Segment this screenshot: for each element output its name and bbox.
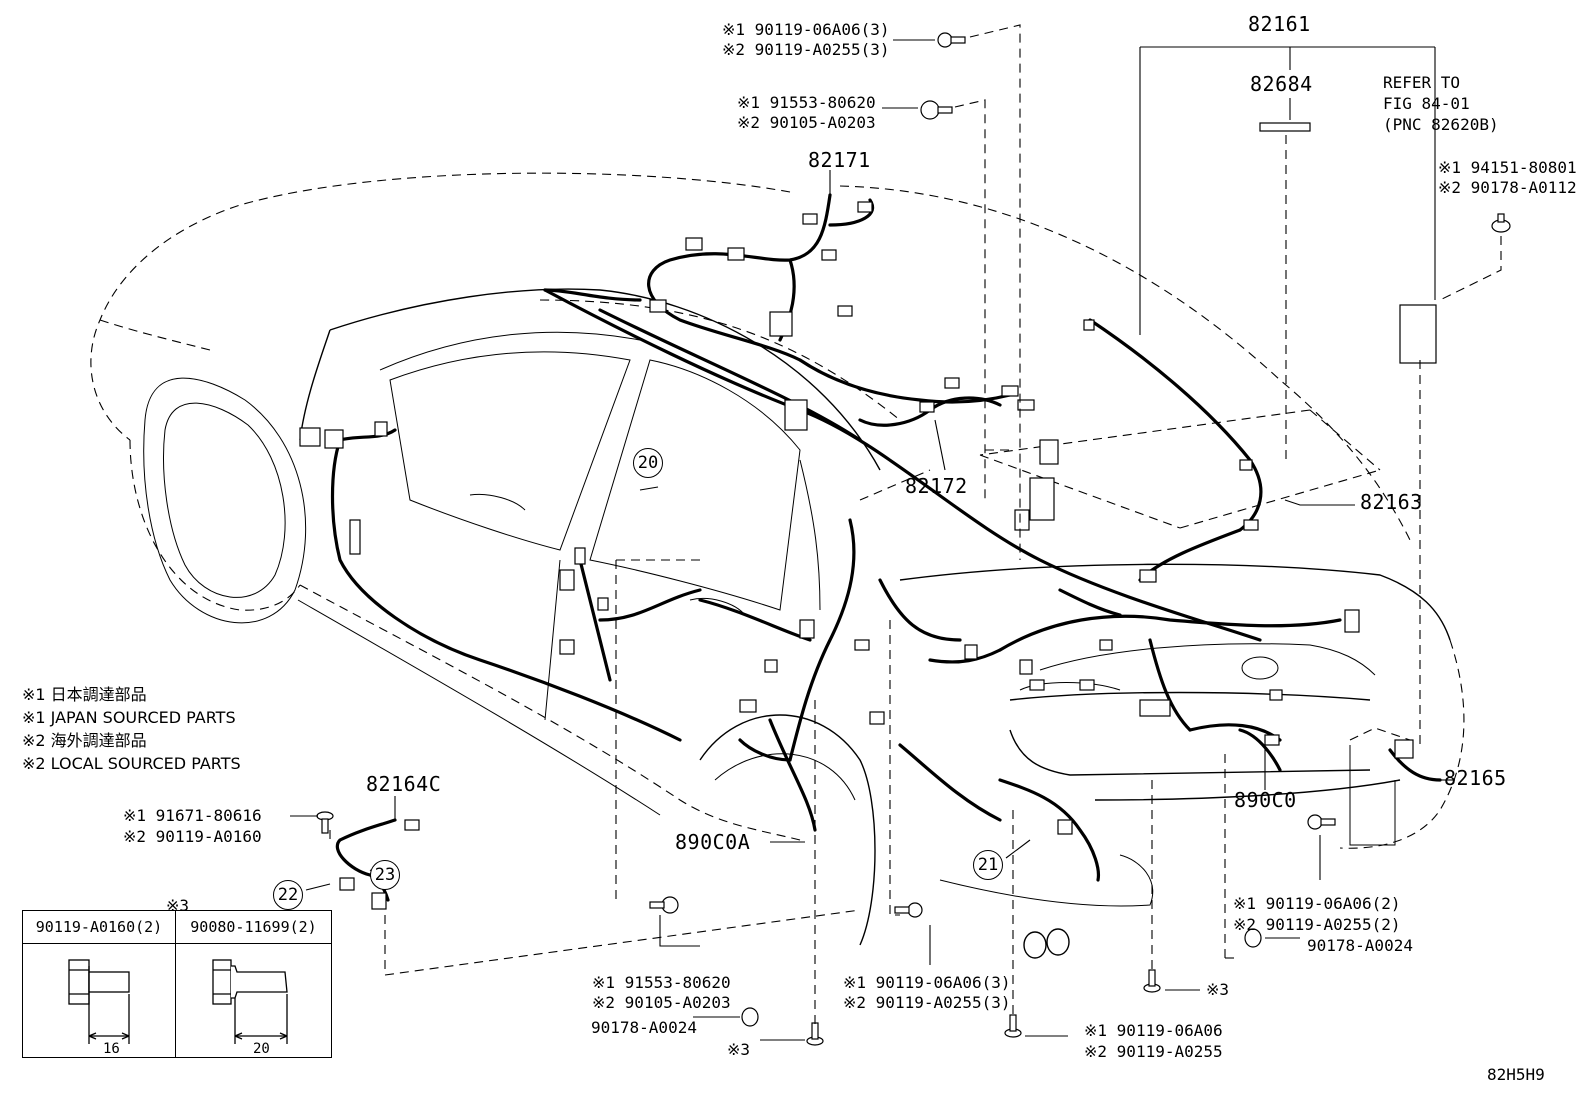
callout-bottom-clip-l1: ※1 91553-80620 [592, 973, 731, 992]
car-body-outline [90, 172, 1465, 959]
callout-roof-clip-l2: ※2 90105-A0203 [737, 113, 876, 132]
part-82165-label: 82165 [1444, 766, 1507, 790]
part-82161-label: 82161 [1248, 12, 1311, 36]
callout-right-nut-l2: ※2 90178-A0112 [1438, 178, 1577, 197]
mark3-header: ※3 [166, 896, 190, 915]
part-82684-label: 82684 [1250, 72, 1313, 96]
callout-bottom-mid-bolt-l2: ※2 90119-A0255(3) [843, 993, 1011, 1012]
legend-line3: ※2 海外調達部品 [22, 731, 147, 750]
mark3-bottom: ※3 [727, 1040, 751, 1059]
table-col1-dim: 16 [103, 1041, 120, 1057]
part-890c0a-label: 890C0A [675, 830, 751, 854]
part-82172-label: 82172 [905, 474, 968, 498]
callout-right-nut-l1: ※1 94151-80801 [1438, 158, 1577, 177]
table-divider [175, 911, 176, 1057]
leader-lines [290, 24, 1502, 1041]
circle-ref-20: 20 [633, 448, 663, 478]
hardware-icons [316, 32, 1511, 1046]
callout-left-bolt-l1: ※1 91671-80616 [123, 806, 262, 825]
connectors [299, 122, 1437, 910]
part-82171-label: 82171 [808, 148, 871, 172]
circle-ref-22: 22 [273, 880, 303, 910]
legend-line1: ※1 日本調達部品 [22, 685, 147, 704]
callout-left-bolt-l2: ※2 90119-A0160 [123, 827, 262, 846]
callout-bottom-nut: 90178-A0024 [591, 1018, 697, 1037]
callout-bottom-right-bolt-l1: ※1 90119-06A06 [1084, 1021, 1223, 1040]
callout-bottom-mid-bolt-l1: ※1 90119-06A06(3) [843, 973, 1011, 992]
bolt-illustrations [68, 959, 288, 1044]
nut-icon [741, 1007, 759, 1027]
part-82163-label: 82163 [1360, 490, 1423, 514]
callout-right-bolt2-l1: ※1 90119-06A06(2) [1233, 894, 1401, 913]
table-col2-dim: 20 [253, 1041, 270, 1057]
mark3-right: ※3 [1206, 980, 1230, 999]
refer-note-line1: REFER TO [1383, 73, 1461, 92]
refer-note-line3: (PNC 82620B) [1383, 115, 1499, 134]
fastener-table: 90119-A0160(2) 90080-11699(2) 16 20 [22, 910, 332, 1058]
callout-roof-clip-l1: ※1 91553-80620 [737, 93, 876, 112]
circle-ref-21: 21 [973, 850, 1003, 880]
part-890c0-label: 890C0 [1234, 788, 1297, 812]
figure-code: 82H5H9 [1487, 1065, 1545, 1084]
circle-ref-23: 23 [370, 860, 400, 890]
table-col2-header: 90080-11699(2) [176, 911, 331, 944]
callout-top-bolt-l2: ※2 90119-A0255(3) [722, 40, 890, 59]
callout-bottom-right-bolt-l2: ※2 90119-A0255 [1084, 1042, 1223, 1061]
callout-top-bolt-l1: ※1 90119-06A06(3) [722, 20, 890, 39]
callout-right-nut2: 90178-A0024 [1307, 936, 1413, 955]
legend-line4: ※2 LOCAL SOURCED PARTS [22, 754, 241, 773]
legend-line2: ※1 JAPAN SOURCED PARTS [22, 708, 236, 727]
part-82164c-label: 82164C [366, 772, 442, 796]
callout-bottom-clip-l2: ※2 90105-A0203 [592, 993, 731, 1012]
callout-right-bolt2-l2: ※2 90119-A0255(2) [1233, 915, 1401, 934]
table-col1-header: 90119-A0160(2) [23, 911, 175, 944]
refer-note-line2: FIG 84-01 [1383, 94, 1470, 113]
